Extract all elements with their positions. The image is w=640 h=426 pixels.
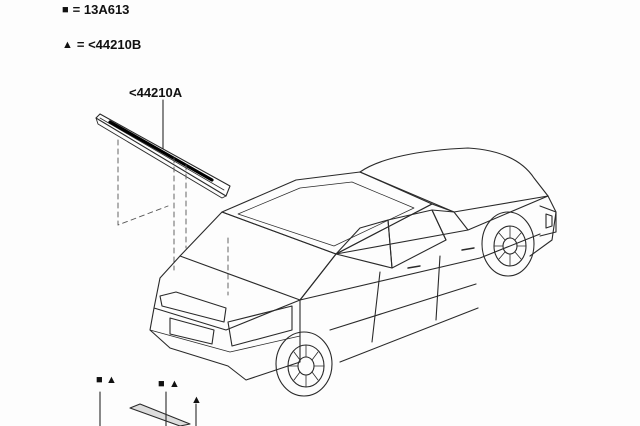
bottom-triangle-marker-1: ▲ bbox=[106, 374, 117, 386]
bottom-square-marker-1: ■ bbox=[96, 374, 103, 386]
legend-text-44210b: = <44210B bbox=[76, 37, 142, 52]
bottom-triangle-marker-2: ▲ bbox=[169, 378, 180, 390]
weatherstrip-part bbox=[95, 113, 231, 199]
part-callout-44210a: <44210A bbox=[129, 85, 183, 100]
rear-wheel bbox=[275, 331, 333, 397]
bottom-detail-part bbox=[99, 391, 197, 426]
square-marker-icon: ■ bbox=[62, 3, 69, 16]
front-wheel bbox=[481, 211, 535, 277]
projection-dashes bbox=[117, 139, 229, 296]
bottom-triangle-marker-3: ▲ bbox=[191, 394, 202, 406]
car-body bbox=[149, 147, 557, 381]
legend-item-square: ■ = 13A613 bbox=[62, 2, 129, 17]
legend-text-13a613: = 13A613 bbox=[72, 2, 130, 17]
legend-item-triangle: ▲ = <44210B bbox=[62, 37, 141, 52]
bottom-square-marker-2: ■ bbox=[158, 378, 165, 390]
triangle-marker-icon: ▲ bbox=[62, 38, 73, 51]
